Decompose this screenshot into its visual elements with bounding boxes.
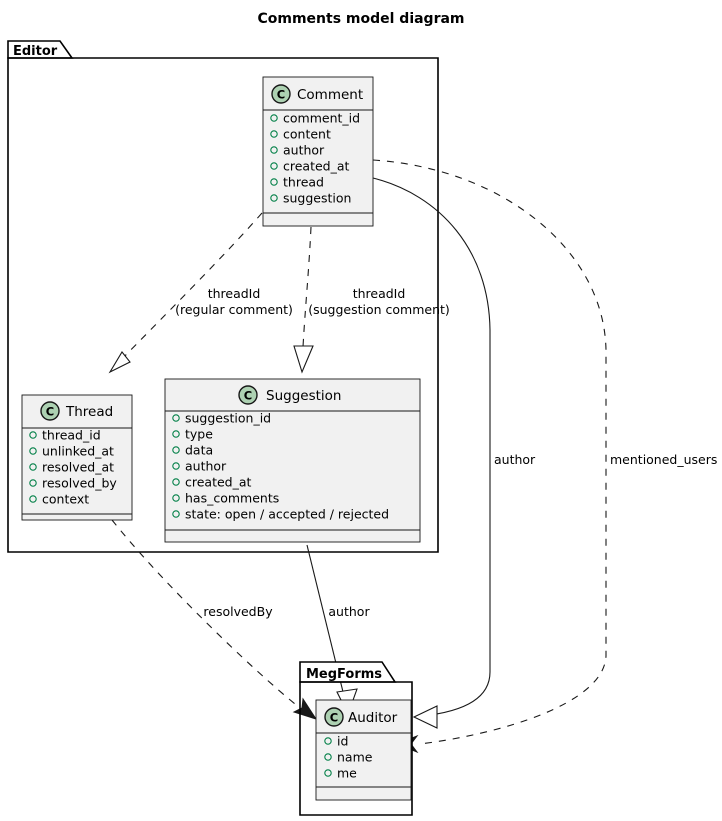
class-auditor-attribute: me: [337, 766, 357, 781]
class-icon-letter: C: [46, 405, 54, 419]
class-icon: C: [40, 401, 60, 421]
package-megforms-label: MegForms: [306, 667, 382, 682]
class-suggestion-box: [164, 378, 421, 543]
class-icon-circle: [238, 385, 258, 405]
edge-thread-auditor-resolvedby-line: [111, 519, 301, 709]
attribute-bullet-icon: [29, 463, 37, 471]
class-thread-attribute: context: [42, 492, 89, 507]
class-icon-circle: [40, 401, 60, 421]
attribute-bullet-icon: [29, 479, 37, 487]
class-thread[interactable]: C Thread thread_id unlinked_at resolved_…: [21, 394, 133, 521]
attribute-bullet-icon: [172, 510, 180, 518]
edge-comment-auditor-author-line: [372, 177, 491, 717]
attribute-bullet-icon: [172, 462, 180, 470]
class-suggestion-attribute: type: [185, 427, 213, 442]
class-icon-letter: C: [330, 711, 338, 725]
edge-comment-thread-label-line1: threadId: [208, 286, 261, 301]
diagram-title: Comments model diagram: [257, 11, 464, 27]
class-suggestion-attribute: created_at: [185, 475, 252, 490]
class-icon-circle: [324, 707, 344, 727]
edge-comment-suggestion-line: [302, 226, 312, 348]
class-thread-attribute: thread_id: [42, 428, 101, 443]
attribute-bullet-icon: [270, 194, 278, 202]
edge-comment-thread-arrowhead: [108, 351, 131, 374]
edge-comment-suggestion-arrowhead: [293, 345, 314, 374]
attribute-bullet-icon: [29, 447, 37, 455]
class-auditor[interactable]: C Auditor id name me: [315, 699, 412, 801]
edge-thread-auditor-resolvedby: resolvedBy: [111, 519, 318, 720]
edge-comment-thread-line: [116, 212, 263, 365]
class-comment-attribute: content: [283, 127, 331, 142]
class-comment-attribute: author: [283, 143, 325, 158]
class-comment-attribute: created_at: [283, 159, 350, 174]
attribute-bullet-icon: [29, 431, 37, 439]
edge-comment-auditor-mentioned-label: mentioned_users: [610, 452, 717, 467]
class-suggestion[interactable]: C Suggestion suggestion_id type data aut…: [164, 378, 421, 543]
class-thread-name: Thread: [65, 404, 113, 420]
class-thread-attribute: resolved_by: [42, 476, 117, 491]
edge-thread-auditor-resolvedby-label: resolvedBy: [203, 604, 273, 619]
attribute-bullet-icon: [324, 769, 332, 777]
edge-comment-auditor-author-label: author: [494, 452, 536, 467]
class-auditor-name: Auditor: [348, 710, 398, 726]
attribute-bullet-icon: [270, 178, 278, 186]
edge-thread-auditor-resolvedby-arrowhead: [292, 697, 318, 720]
edge-comment-auditor-author-arrowhead: [412, 705, 438, 729]
package-editor-label: Editor: [13, 44, 58, 59]
class-comment-attribute: comment_id: [283, 111, 360, 126]
class-thread-box: [21, 394, 133, 521]
package-editor[interactable]: Editor: [7, 40, 439, 553]
class-comment[interactable]: C Comment comment_id content author crea…: [262, 76, 374, 227]
edge-comment-auditor-mentioned-line: [372, 159, 607, 745]
edge-suggestion-auditor-author-label: author: [328, 604, 370, 619]
class-comment-attribute: suggestion: [283, 191, 351, 206]
package-megforms[interactable]: MegForms: [299, 661, 413, 816]
class-thread-attribute: resolved_at: [42, 460, 114, 475]
attribute-bullet-icon: [172, 430, 180, 438]
attribute-bullet-icon: [270, 130, 278, 138]
class-icon: C: [238, 385, 258, 405]
class-icon-letter: C: [244, 389, 252, 403]
class-thread-attribute: unlinked_at: [42, 444, 114, 459]
class-suggestion-name: Suggestion: [266, 388, 341, 404]
class-suggestion-attribute: suggestion_id: [185, 411, 271, 426]
edge-comment-suggestion-label-line2: (suggestion comment): [308, 302, 450, 317]
class-icon-letter: C: [277, 88, 285, 102]
attribute-bullet-icon: [270, 114, 278, 122]
attribute-bullet-icon: [172, 494, 180, 502]
class-icon: C: [324, 707, 344, 727]
attribute-bullet-icon: [270, 162, 278, 170]
edge-comment-suggestion-label-line1: threadId: [353, 286, 406, 301]
package-megforms-body: [299, 681, 413, 816]
class-comment-attribute: thread: [283, 175, 324, 190]
attribute-bullet-icon: [324, 753, 332, 761]
attribute-bullet-icon: [172, 414, 180, 422]
class-suggestion-attribute: data: [185, 443, 213, 458]
class-suggestion-attribute: state: open / accepted / rejected: [185, 507, 389, 522]
attribute-bullet-icon: [29, 495, 37, 503]
attribute-bullet-icon: [172, 478, 180, 486]
edge-comment-thread-label-line2: (regular comment): [175, 302, 293, 317]
class-auditor-attribute: id: [337, 734, 348, 749]
class-comment-name: Comment: [297, 87, 363, 103]
class-auditor-attribute: name: [337, 750, 373, 765]
edge-comment-thread: threadId (regular comment): [108, 212, 293, 374]
attribute-bullet-icon: [270, 146, 278, 154]
class-icon: C: [271, 84, 291, 104]
edge-comment-auditor-author: author: [372, 177, 536, 729]
package-editor-body: [7, 57, 439, 553]
attribute-bullet-icon: [172, 446, 180, 454]
class-suggestion-attribute: author: [185, 459, 227, 474]
edge-comment-suggestion: threadId (suggestion comment): [293, 226, 450, 374]
attribute-bullet-icon: [324, 737, 332, 745]
class-icon-circle: [271, 84, 291, 104]
edge-suggestion-auditor-author: author: [306, 544, 370, 716]
class-suggestion-attribute: has_comments: [185, 491, 279, 506]
edge-comment-auditor-mentioned: mentioned_users: [372, 159, 717, 754]
